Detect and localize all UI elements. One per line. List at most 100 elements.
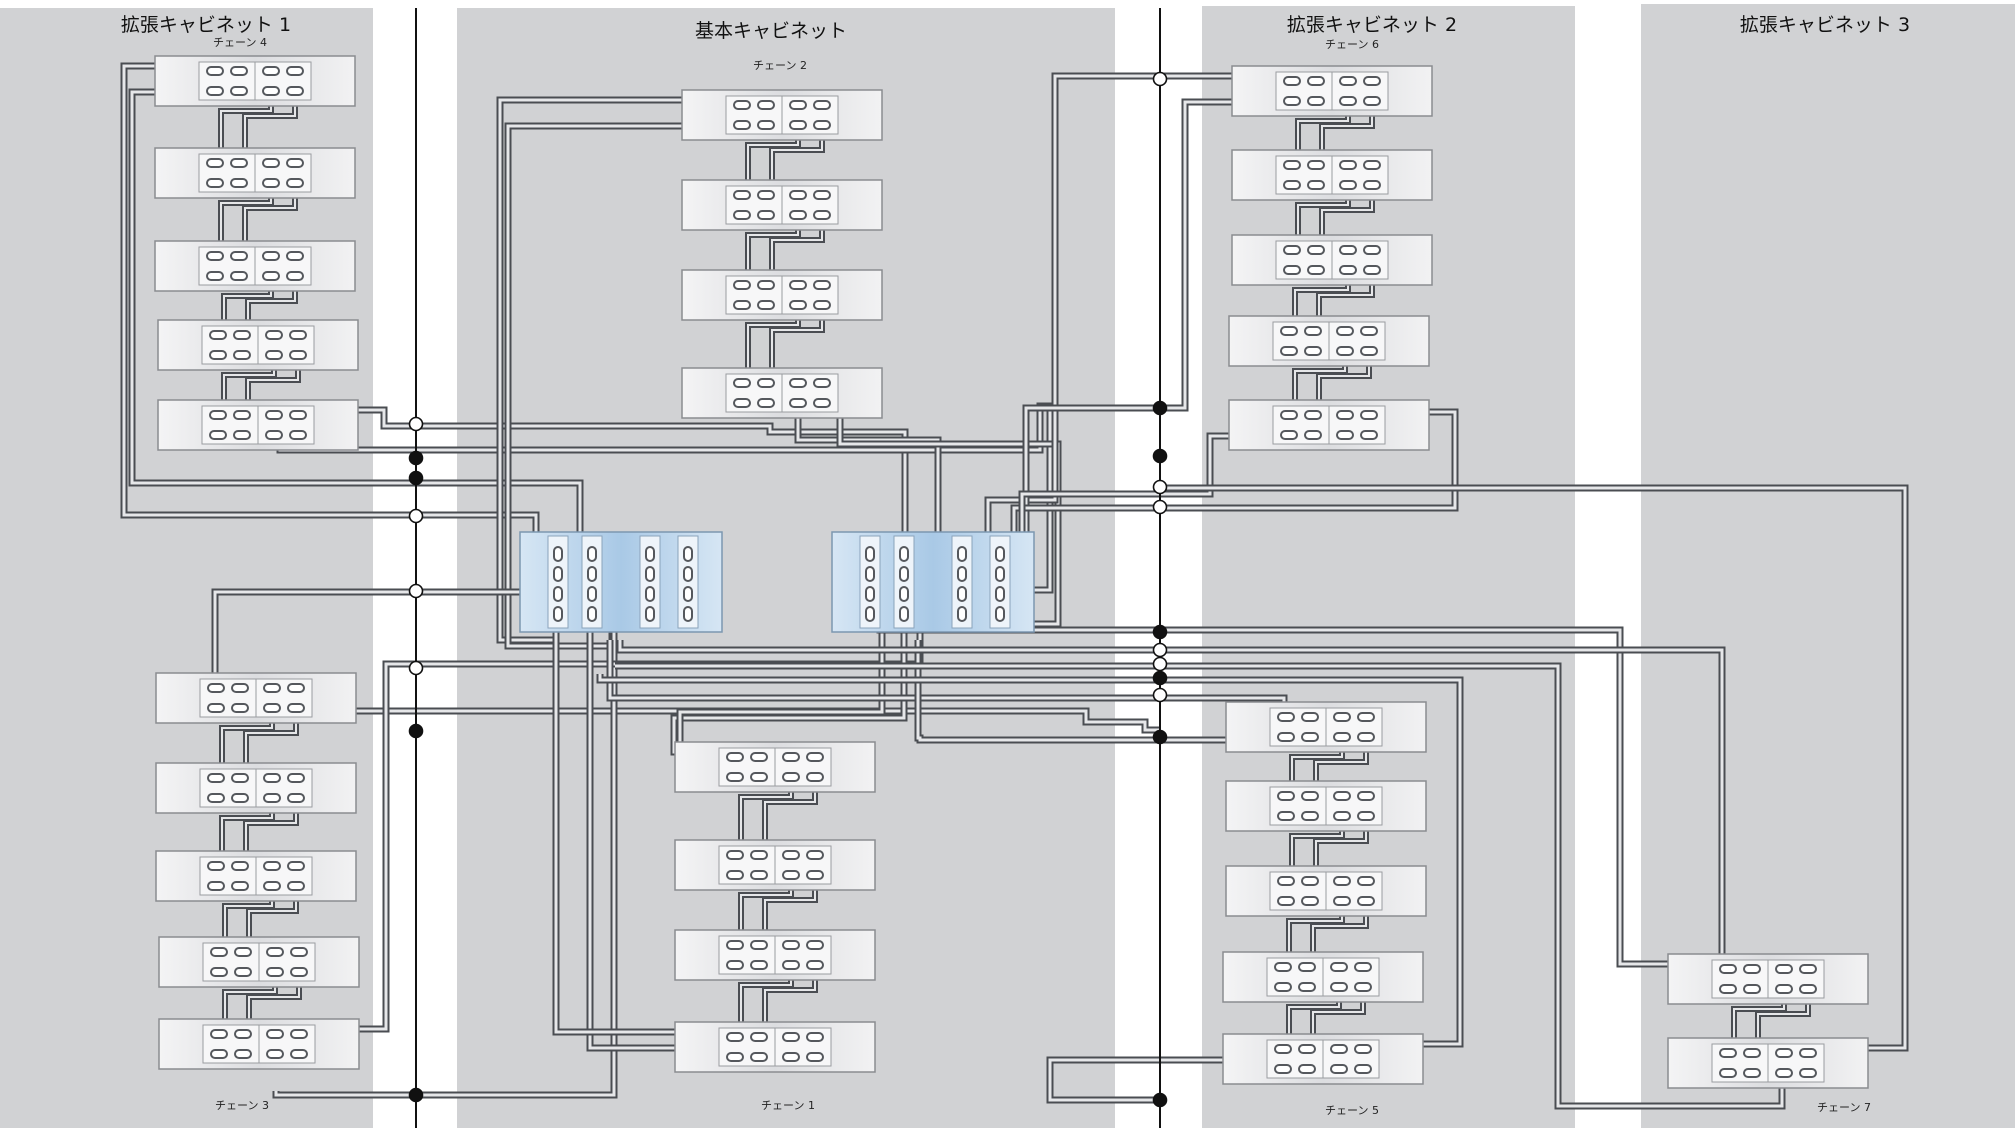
controller-port — [995, 606, 1005, 622]
shelf-port — [1307, 245, 1325, 255]
controller-port — [995, 586, 1005, 602]
storage-shelf — [1222, 1033, 1424, 1085]
shelf-port — [726, 772, 744, 782]
shelf-port — [286, 66, 304, 76]
interconnect-cable — [1046, 1056, 1342, 1104]
controller-port — [645, 586, 655, 602]
shelf-port — [757, 378, 775, 388]
shelf-port — [1280, 326, 1298, 336]
shelf-port — [813, 190, 831, 200]
shelf-port — [1304, 430, 1322, 440]
controller-port — [683, 546, 693, 562]
shelf-port — [1301, 896, 1319, 906]
shelf-port — [266, 1029, 284, 1039]
controller-port — [899, 566, 909, 582]
shelf-port — [1775, 1068, 1793, 1078]
storage-shelf — [674, 741, 876, 793]
junction-dot-open — [408, 416, 424, 432]
cabinet-title-exp1: 拡張キャビネット 1 — [121, 14, 291, 36]
shelf-port — [1274, 982, 1292, 992]
storage-shelf — [1225, 780, 1427, 832]
shelf-port — [207, 773, 225, 783]
storage-shelf — [681, 367, 883, 419]
shelf-port — [813, 120, 831, 130]
shelf-port — [233, 410, 251, 420]
cabinet-title-base: 基本キャビネット — [695, 20, 847, 42]
shelf-port — [289, 330, 307, 340]
controller-port — [899, 586, 909, 602]
bus-lines — [415, 8, 1161, 1128]
storage-shelf — [154, 240, 356, 292]
shelf-port — [230, 158, 248, 168]
shelf-port — [806, 850, 824, 860]
junction-dot-open — [1152, 687, 1168, 703]
shelf-port — [230, 86, 248, 96]
junction-dot-open — [1152, 656, 1168, 672]
shelf-port — [206, 66, 224, 76]
shelf-port — [1283, 96, 1301, 106]
shelf-port — [231, 793, 249, 803]
shelf-port — [806, 752, 824, 762]
shelf-port — [1339, 76, 1357, 86]
junction-dot-filled — [408, 723, 424, 739]
shelf-port — [1336, 326, 1354, 336]
shelf-port — [207, 861, 225, 871]
junction-dot-open — [1152, 71, 1168, 87]
shelf-port — [1304, 346, 1322, 356]
shelf-port — [263, 861, 281, 871]
shelf-port — [789, 378, 807, 388]
shelf-port — [290, 947, 308, 957]
shelf-port — [1330, 1064, 1348, 1074]
shelf-port — [1336, 410, 1354, 420]
shelf-port — [1357, 896, 1375, 906]
chain-labels: チェーン 4 チェーン 2 チェーン 6 チェーン 3 チェーン 1 チェーン … — [213, 36, 1871, 1117]
shelf-port — [750, 1032, 768, 1042]
chain-label-5: チェーン 5 — [1325, 1104, 1379, 1117]
shelf-port — [1357, 876, 1375, 886]
shelf-port — [1743, 1068, 1761, 1078]
shelf-port — [757, 190, 775, 200]
chain-label-3: チェーン 3 — [215, 1099, 269, 1112]
interconnect-cable — [1022, 98, 1288, 560]
interconnect-cable — [215, 406, 909, 552]
shelf-port — [231, 881, 249, 891]
interconnect-cable — [215, 707, 1160, 734]
shelf-port — [262, 158, 280, 168]
shelf-port — [789, 100, 807, 110]
controller-port — [683, 586, 693, 602]
storage-shelf — [155, 672, 357, 724]
storage-shelf — [1231, 234, 1433, 286]
shelf-port — [726, 752, 744, 762]
chain-label-6: チェーン 6 — [1325, 38, 1379, 51]
shelf-port — [1743, 964, 1761, 974]
shelf-port — [1333, 896, 1351, 906]
junction-dot-filled — [408, 1087, 424, 1103]
storage-shelf — [681, 89, 883, 141]
shelf-port — [806, 960, 824, 970]
shelf-port — [757, 300, 775, 310]
controller-port — [683, 566, 693, 582]
storage-shelf — [155, 762, 357, 814]
shelf-port — [230, 271, 248, 281]
shelf-port — [290, 1049, 308, 1059]
shelf-port — [1274, 1064, 1292, 1074]
shelf-port — [1363, 265, 1381, 275]
shelf-port — [1333, 811, 1351, 821]
shelf-port — [209, 430, 227, 440]
shelf-port — [1301, 811, 1319, 821]
controller-port — [899, 546, 909, 562]
shelf-port — [206, 158, 224, 168]
controller-port — [645, 606, 655, 622]
shelf-port — [726, 1052, 744, 1062]
controllers — [519, 531, 1035, 633]
storage-shelf — [155, 850, 357, 902]
shelf-port — [733, 120, 751, 130]
interconnect-cable — [914, 640, 1284, 744]
shelf-port — [1283, 245, 1301, 255]
controller-port — [587, 566, 597, 582]
storage-shelf — [157, 319, 359, 371]
controller-port — [553, 566, 563, 582]
shelf-port — [262, 86, 280, 96]
shelf-port — [287, 703, 305, 713]
storage-shelf — [1231, 65, 1433, 117]
